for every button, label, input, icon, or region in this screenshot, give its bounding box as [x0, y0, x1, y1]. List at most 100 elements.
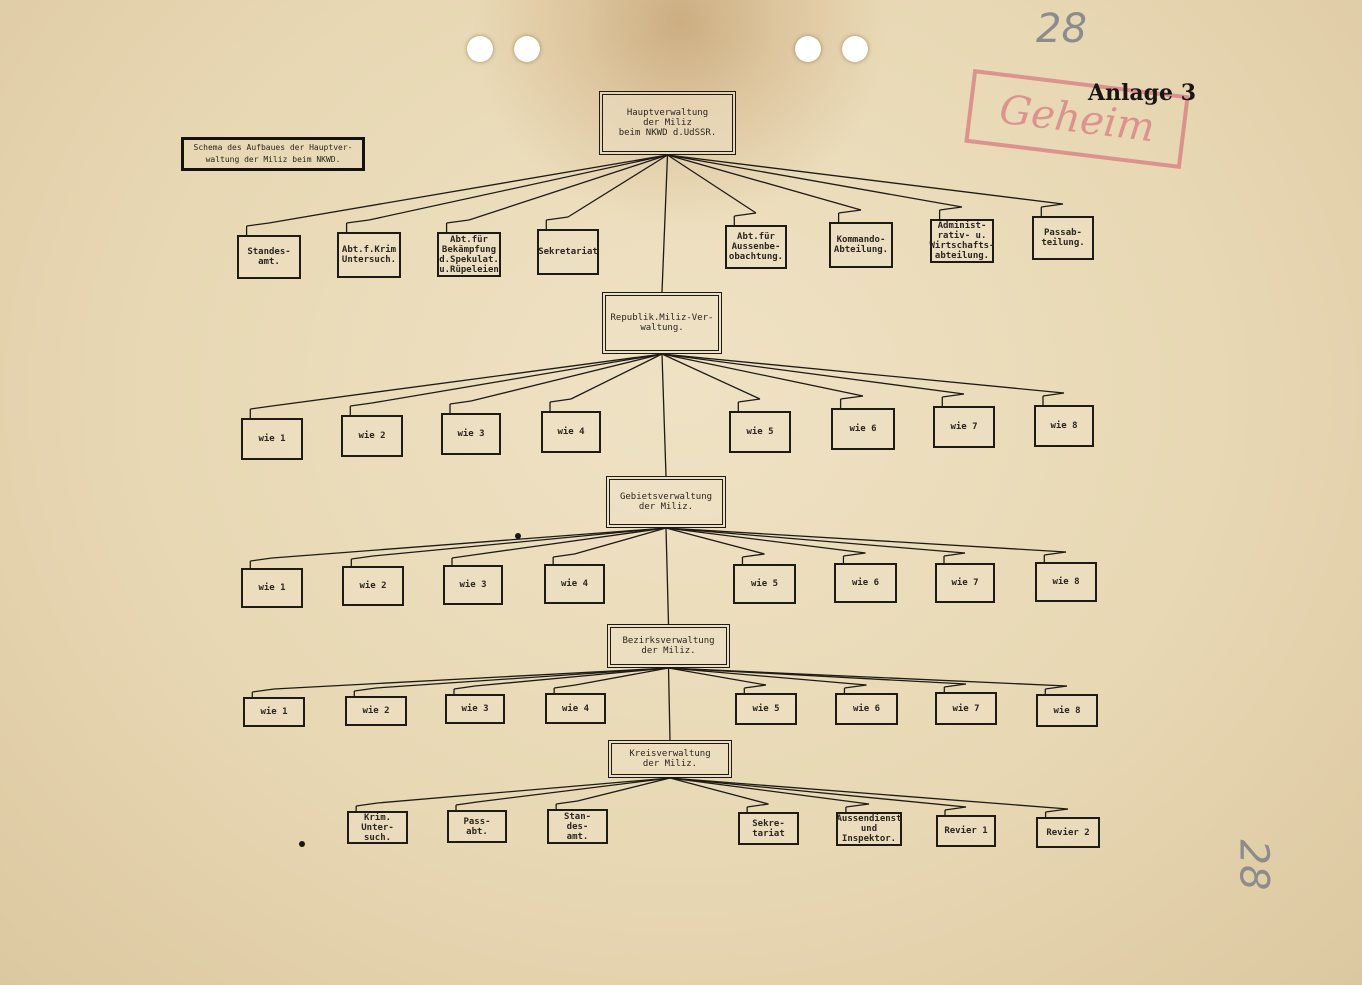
connector-line	[455, 801, 478, 806]
connector-line	[1042, 392, 1065, 397]
connector-line	[942, 393, 965, 398]
page-number-top: 28	[1036, 6, 1087, 52]
connector-line	[570, 353, 663, 400]
county-unit-box: Pass- abt.	[447, 810, 507, 843]
connector-line	[734, 212, 757, 217]
district-unit-box: wie 1	[243, 697, 305, 727]
connector-line	[1045, 808, 1069, 813]
county-unit-box: Krim. Unter- such.	[347, 811, 408, 844]
connector-line	[354, 687, 377, 692]
connector-line	[669, 777, 967, 808]
connector-line	[661, 353, 965, 395]
republic-unit-box: wie 7	[933, 406, 995, 448]
republic-unit-box: wie 3	[441, 413, 501, 455]
punch-hole	[795, 36, 821, 62]
connector-line	[944, 806, 967, 811]
region-unit-box: wie 2	[342, 566, 404, 606]
connector-line	[476, 777, 671, 803]
connector-line	[1045, 685, 1068, 690]
connector-line	[546, 216, 569, 221]
region-unit-box: wie 6	[834, 563, 897, 603]
connector-line	[472, 527, 667, 556]
connector-line	[661, 353, 761, 400]
district-unit-box: wie 6	[835, 693, 898, 725]
punch-hole	[467, 36, 493, 62]
connector-line	[669, 777, 1069, 810]
region-unit-box: wie 5	[733, 564, 796, 604]
department-box: Sekretariat	[537, 229, 599, 275]
county-unit-box: Stan- des- amt.	[547, 809, 608, 844]
punch-hole	[842, 36, 868, 62]
department-box: Abt.f.Krim Untersuch.	[337, 232, 401, 278]
diagram-caption: Schema des Aufbaues der Hauptver- waltun…	[181, 137, 365, 171]
connector-line	[667, 667, 671, 741]
department-box: Abt.für Bekämpfung d.Spekulat. u.Rüpelei…	[437, 232, 501, 277]
department-box: Passab- teilung.	[1032, 216, 1094, 260]
connector-line	[271, 527, 667, 559]
connector-line	[268, 154, 668, 224]
connector-line	[549, 398, 572, 403]
connector-line	[665, 527, 765, 555]
district-unit-box: wie 2	[345, 696, 407, 726]
connector-line	[567, 154, 668, 218]
connector-line	[554, 684, 576, 689]
connector-line	[844, 684, 867, 689]
connector-line	[843, 552, 866, 557]
district-unit-box: wie 3	[445, 694, 505, 724]
region-unit-box: wie 4	[544, 564, 605, 604]
connector-line	[451, 554, 474, 559]
connector-line	[742, 553, 765, 558]
department-box: Standes- amt.	[237, 235, 301, 279]
main-administration-box: Hauptverwaltung der Miliz beim NKWD d.Ud…	[599, 91, 736, 155]
connector-line	[553, 553, 575, 558]
connector-line	[667, 154, 757, 214]
department-box: Administ- rativ- u. Wirtschafts- abteilu…	[929, 219, 995, 263]
county-administration-box: Kreisverwaltung der Miliz.	[608, 740, 732, 778]
connector-line	[668, 667, 867, 686]
connector-line	[377, 777, 671, 804]
connector-line	[840, 395, 864, 400]
district-administration-box: Bezirksverwaltung der Miliz.	[607, 624, 730, 668]
connector-line	[250, 405, 273, 410]
republic-unit-box: wie 4	[541, 411, 601, 453]
connector-line	[346, 219, 370, 224]
republic-administration-box: Republik.Miliz-Ver- waltung.	[602, 292, 722, 354]
county-unit-box: Sekre- tariat	[738, 812, 799, 845]
connector-line	[744, 684, 767, 689]
connector-line	[468, 154, 668, 221]
connector-line	[665, 527, 670, 625]
connector-line	[669, 777, 769, 805]
department-box: Abt.für Aussenbe- obachtung.	[725, 225, 787, 269]
annex-label: Anlage 3	[1088, 80, 1197, 106]
republic-unit-box: wie 2	[341, 415, 403, 457]
county-unit-box: Revier 2	[1036, 817, 1100, 848]
district-unit-box: wie 4	[545, 693, 606, 724]
county-unit-box: Aussendienst und Inspektor.	[836, 812, 902, 846]
connector-line	[350, 402, 373, 407]
connector-line	[372, 527, 667, 557]
connector-line	[252, 688, 275, 693]
republic-unit-box: wie 8	[1034, 405, 1094, 447]
connector-line	[661, 353, 1065, 394]
connector-line	[271, 353, 663, 407]
region-administration-box: Gebietsverwaltung der Miliz.	[606, 476, 726, 528]
ink-dot	[299, 841, 305, 847]
region-unit-box: wie 3	[443, 565, 503, 605]
district-unit-box: wie 8	[1036, 694, 1098, 727]
region-unit-box: wie 7	[935, 563, 995, 603]
connector-line	[577, 777, 671, 802]
connector-line	[747, 803, 769, 808]
county-unit-box: Revier 1	[936, 815, 996, 847]
connector-line	[1041, 203, 1064, 208]
connector-line	[449, 400, 472, 405]
connector-line	[368, 154, 668, 221]
republic-unit-box: wie 6	[831, 408, 895, 450]
connector-line	[667, 154, 862, 211]
connector-line	[665, 527, 1067, 553]
connector-line	[556, 800, 578, 805]
connector-line	[661, 154, 669, 293]
connector-line	[943, 552, 966, 557]
connector-line	[665, 527, 866, 554]
republic-unit-box: wie 5	[729, 411, 791, 453]
